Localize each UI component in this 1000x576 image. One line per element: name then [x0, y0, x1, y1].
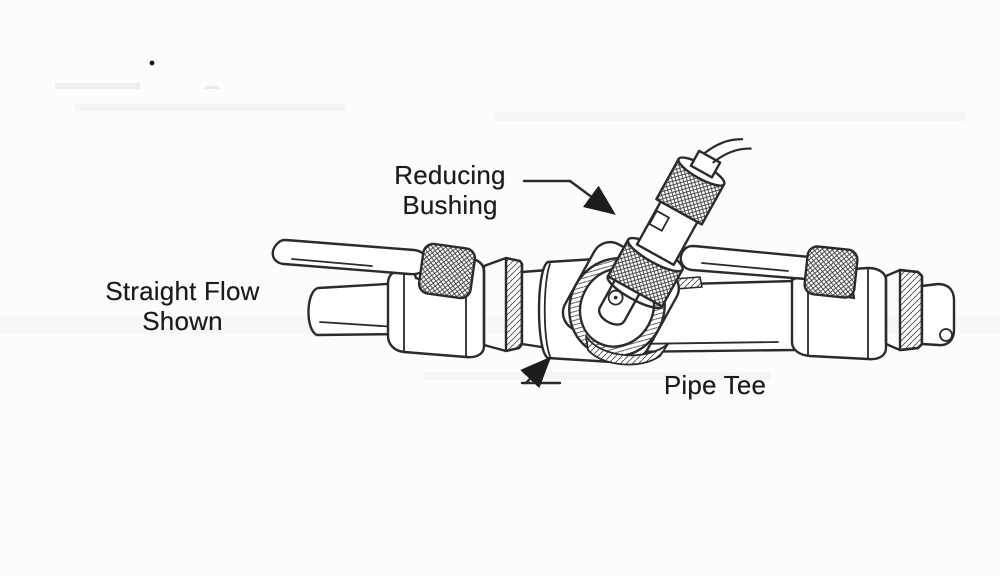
inlet-valve-stem-nut — [417, 242, 477, 300]
label-straight-flow-line1: Straight Flow — [105, 276, 260, 306]
label-reducing-bushing-line2: Bushing — [402, 190, 498, 220]
sensor-cable-gland — [689, 149, 722, 179]
outlet-coupling-nut — [884, 268, 924, 352]
label-pipe-tee: Pipe Tee — [645, 370, 785, 400]
label-reducing-bushing-line1: Reducing — [394, 160, 506, 190]
leader-arrows — [520, 179, 616, 389]
label-pipe-tee-line1: Pipe Tee — [663, 370, 767, 400]
sensor-cable — [703, 138, 752, 164]
sensor-body-notch — [648, 209, 670, 232]
inlet-valve-handle — [271, 238, 477, 300]
leader-arrow-pipe-tee — [520, 356, 552, 389]
leader-arrow-reducing-bushing — [568, 179, 616, 215]
tee-bottom-hatch — [585, 335, 669, 366]
outlet-pipe-end — [920, 282, 956, 347]
flow-sensor — [606, 138, 752, 310]
label-straight-flow: Straight Flow Shown — [75, 276, 290, 336]
outlet-valve-handle — [679, 244, 859, 300]
inlet-coupling-nut — [482, 256, 524, 353]
label-straight-flow-line2: Shown — [142, 306, 223, 336]
label-reducing-bushing: Reducing Bushing — [340, 160, 560, 220]
outlet-valve-stem-nut — [803, 245, 859, 299]
inlet-pipe — [307, 281, 406, 337]
ink-speck — [149, 60, 155, 66]
